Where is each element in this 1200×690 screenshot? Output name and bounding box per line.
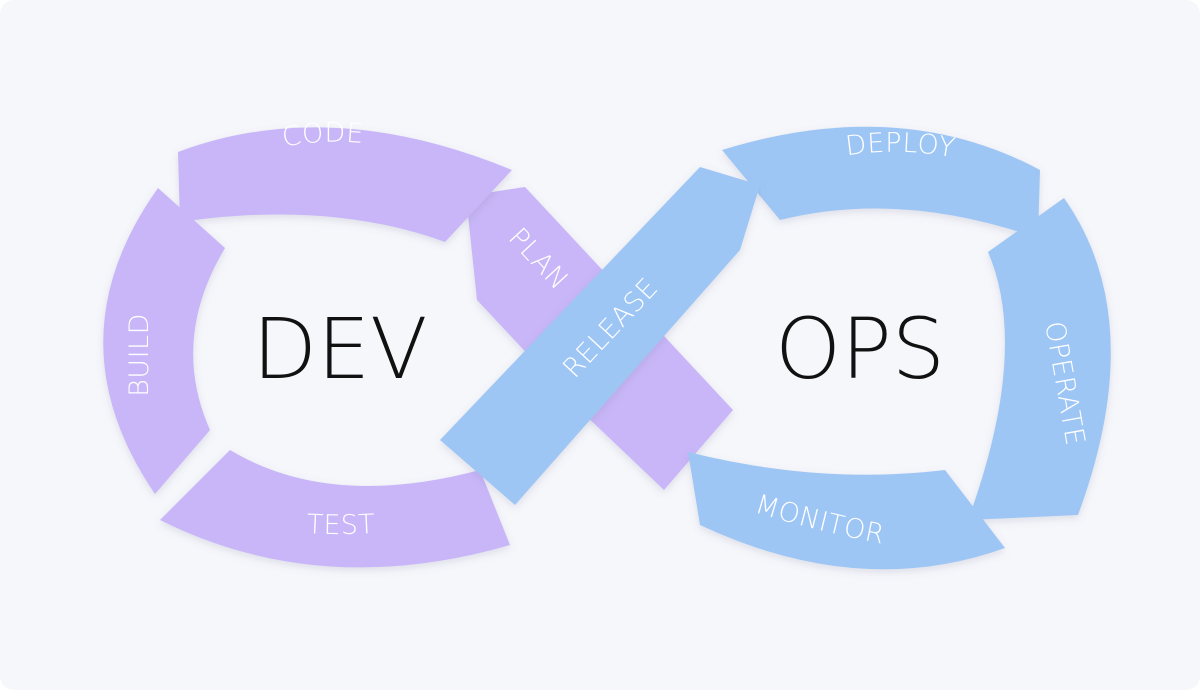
ops-loop — [688, 126, 1111, 570]
code-label: CODE — [280, 118, 364, 154]
monitor-segment — [688, 452, 1005, 570]
release-band-shape — [440, 167, 760, 505]
ops-title: OPS — [775, 300, 945, 398]
test-label: TEST — [306, 509, 375, 541]
dev-title: DEV — [252, 300, 427, 398]
deploy-segment — [722, 126, 1040, 238]
svg-text:CODE: CODE — [280, 118, 365, 154]
operate-segment — [968, 198, 1111, 520]
release-band — [440, 167, 760, 505]
test-segment — [160, 450, 510, 568]
dev-loop — [103, 127, 512, 568]
svg-text:TEST: TEST — [306, 509, 376, 541]
code-segment — [178, 127, 512, 242]
build-label: BUILD — [124, 313, 155, 397]
build-segment — [103, 188, 225, 494]
